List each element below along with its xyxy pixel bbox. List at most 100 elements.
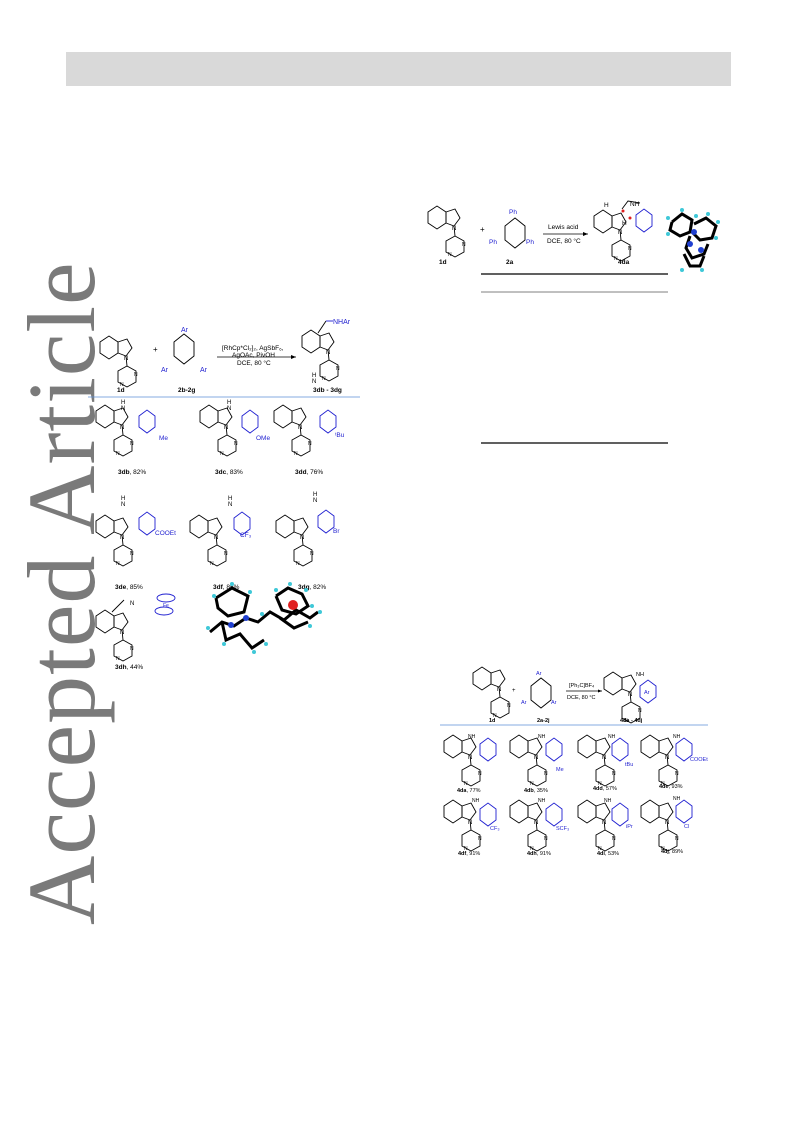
top-reagent-1: 1d xyxy=(439,259,447,266)
svg-text:Ar: Ar xyxy=(551,700,557,706)
svg-text:ᵗBu: ᵗBu xyxy=(335,432,345,439)
left-reagent-2: 2b-2g xyxy=(178,387,195,394)
conditions-top-1: Lewis acid xyxy=(548,224,579,231)
product-3db: HN Me 3db, 82% xyxy=(95,400,168,476)
svg-text:tBu: tBu xyxy=(625,762,633,768)
product-3dd: HN ᵗBu 3dd, 76% xyxy=(273,373,345,476)
svg-text:iPr: iPr xyxy=(626,824,633,830)
svg-text:Cl: Cl xyxy=(684,824,689,830)
svg-text:NH: NH xyxy=(608,734,616,740)
svg-text:3de, 85%: 3de, 85% xyxy=(115,584,143,591)
svg-text:NH: NH xyxy=(472,798,480,804)
svg-text:4dh, 91%: 4dh, 91% xyxy=(527,851,551,857)
left-reagent-1: 1d xyxy=(117,387,125,394)
svg-text:3dd, 76%: 3dd, 76% xyxy=(295,469,323,476)
conditions-top-2: DCE, 80 °C xyxy=(547,237,581,245)
svg-text:N: N xyxy=(227,406,231,412)
product-4da-generic: NH Ar xyxy=(603,671,657,725)
product-3dc: HN OMe 3dc, 83% xyxy=(199,400,270,476)
product-3dh: N Fe 3dh, 44% xyxy=(95,593,176,671)
product-4dj: NH Cl 4dj, 89% xyxy=(640,796,693,855)
svg-text:N: N xyxy=(121,406,125,412)
product-4dh: NH SCF₃ 4dh, 91% xyxy=(509,798,569,857)
product-4df: NH CF₃ 4df, 91% xyxy=(443,798,500,857)
conditions-left-3: DCE, 80 °C xyxy=(237,359,271,367)
svg-text:Br: Br xyxy=(333,528,340,535)
svg-text:NH: NH xyxy=(538,798,546,804)
svg-text:4df, 91%: 4df, 91% xyxy=(458,851,480,857)
left-product-range: 3db - 3dg xyxy=(313,387,342,394)
svg-text:4dj, 89%: 4dj, 89% xyxy=(661,849,683,855)
svg-text:H: H xyxy=(121,496,125,502)
header-bar xyxy=(66,52,731,86)
top-right-scheme: + Ph Ph Ph Lewis acid DCE, 80 °C H H NH … xyxy=(427,200,720,444)
svg-text:SCF₃: SCF₃ xyxy=(556,826,569,832)
svg-text:3dh, 44%: 3dh, 44% xyxy=(115,664,143,671)
svg-text:COOEt: COOEt xyxy=(155,530,176,537)
xray-structure-3dh xyxy=(206,582,322,654)
nhar-label: NHAr xyxy=(333,319,351,326)
svg-text:H: H xyxy=(228,496,232,502)
svg-text:4de, 93%: 4de, 93% xyxy=(659,784,683,790)
conditions-bottom-2: DCE, 80 °C xyxy=(567,695,596,701)
svg-text:Me: Me xyxy=(159,435,168,442)
ph-right: Ph xyxy=(526,239,534,246)
conditions-left-2: AgOAc, PivOH xyxy=(232,352,275,359)
product-4db: NH Me 4db, 35% xyxy=(509,734,564,794)
svg-text:Fe: Fe xyxy=(163,603,169,609)
bottom-product-range: 4da - 4dj xyxy=(620,718,643,724)
svg-text:CF₃: CF₃ xyxy=(490,826,500,832)
svg-text:H: H xyxy=(604,202,609,209)
svg-text:NH: NH xyxy=(673,796,681,802)
svg-text:4dd, 57%: 4dd, 57% xyxy=(593,786,617,792)
svg-text:H: H xyxy=(227,400,231,406)
svg-text:CF₃: CF₃ xyxy=(240,532,252,539)
product-3dg: HN Br 3dg, 82% xyxy=(275,492,340,591)
svg-text:NH: NH xyxy=(604,798,612,804)
svg-text:H: H xyxy=(312,373,316,379)
ph-left: Ph xyxy=(489,239,497,246)
conditions-bottom-1: [Ph₃C]BF₄ xyxy=(569,683,595,689)
svg-text:3db, 82%: 3db, 82% xyxy=(118,469,146,476)
svg-text:N: N xyxy=(312,379,316,385)
ph-top: Ph xyxy=(509,209,517,216)
svg-text:4db, 35%: 4db, 35% xyxy=(524,788,548,794)
product-4de: NH COOEt 4de, 93% xyxy=(640,734,708,790)
svg-text:3dg, 82%: 3dg, 82% xyxy=(298,584,326,591)
svg-text:H: H xyxy=(313,492,317,498)
top-product: 4da xyxy=(618,259,630,266)
product-3de: HN COOEt 3de, 85% xyxy=(95,496,176,591)
svg-text:NH: NH xyxy=(630,201,640,208)
product-4da-top: H H NH xyxy=(593,200,653,263)
svg-text:NH: NH xyxy=(636,672,644,678)
ar-label-left: Ar xyxy=(161,367,169,374)
product-4di: NH iPr 4di, 53% xyxy=(577,798,633,857)
product-4da: NH 4da, 77% xyxy=(443,734,497,794)
conditions-left-1: [RhCp*Cl₂]₂, AgSbF₆, xyxy=(222,345,284,352)
bottom-right-scheme: + Ar Ar Ar [Ph₃C]BF₄ DCE, 80 °C NH Ar 1d… xyxy=(440,666,708,857)
ar-label-top: Ar xyxy=(181,327,189,334)
svg-text:Ar: Ar xyxy=(521,700,527,706)
svg-text:N: N xyxy=(313,498,317,504)
product-4dd: NH tBu 4dd, 57% xyxy=(577,734,633,792)
svg-text:Me: Me xyxy=(556,767,564,773)
svg-text:COOEt: COOEt xyxy=(690,757,708,763)
svg-text:OMe: OMe xyxy=(256,435,270,442)
svg-text:+: + xyxy=(480,225,485,234)
svg-text:H: H xyxy=(622,220,627,227)
svg-text:N: N xyxy=(228,502,232,508)
svg-text:4di, 53%: 4di, 53% xyxy=(597,851,619,857)
svg-text:4da, 77%: 4da, 77% xyxy=(457,788,481,794)
svg-text:H: H xyxy=(121,400,125,406)
left-scheme: + Ar Ar Ar [RhCp*Cl₂]₂, AgSbF₆, AgOAc, P… xyxy=(88,319,360,671)
svg-text:+: + xyxy=(512,688,516,694)
svg-text:NH: NH xyxy=(468,734,476,740)
svg-text:Ar: Ar xyxy=(644,690,650,696)
ar-label-right: Ar xyxy=(200,367,208,374)
product-3df: HN CF₃ 3df, 85% xyxy=(189,496,252,591)
top-reagent-2: 2a xyxy=(506,259,514,266)
bottom-reagent-1: 1d xyxy=(489,718,495,724)
svg-text:N: N xyxy=(130,601,134,607)
svg-text:+: + xyxy=(153,345,158,354)
